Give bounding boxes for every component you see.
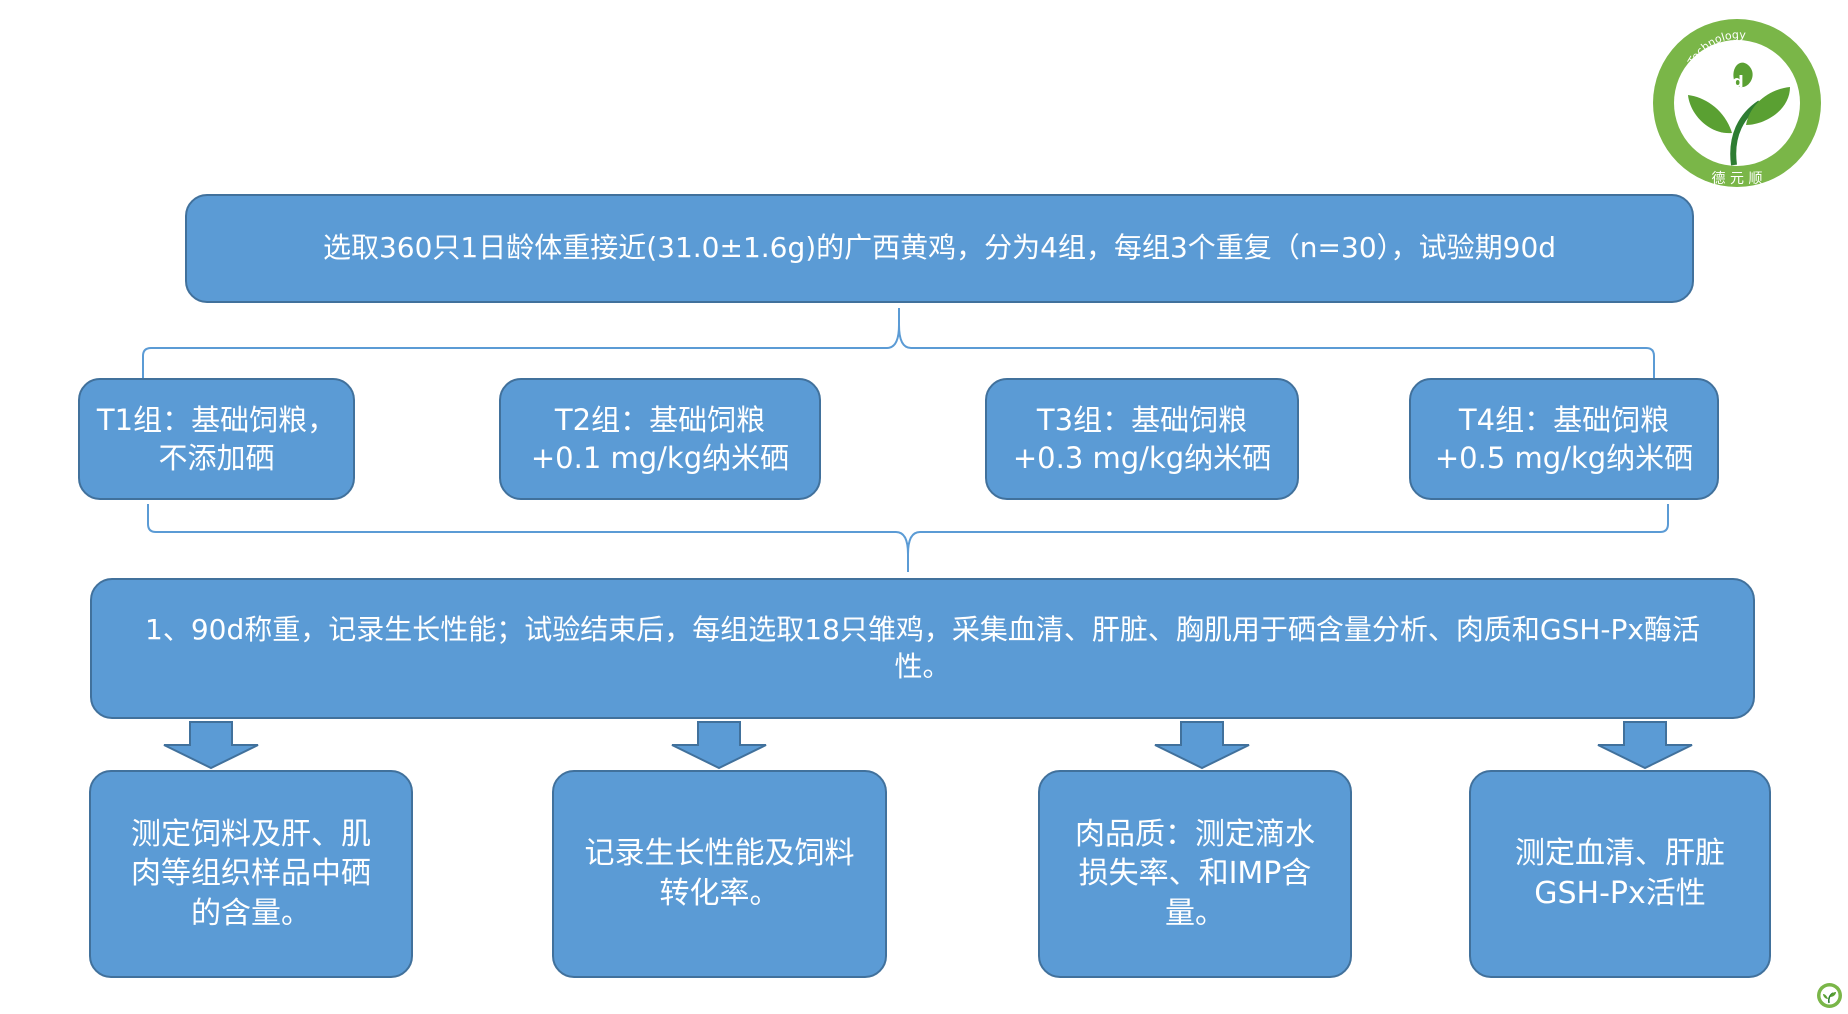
outcome-box-selenium-content: 测定饲料及肝、肌肉等组织样品中硒的含量。 bbox=[89, 770, 413, 978]
group-text-t1: T1组：基础饲粮， 不添加硒 bbox=[96, 402, 337, 475]
logo-left-leaf bbox=[1688, 95, 1732, 134]
sampling-text: 1、90d称重，记录生长性能；试验结束后，每组选取18只雏鸡，采集血清、肝脏、胸… bbox=[145, 612, 1700, 683]
outcome-box-meat-quality: 肉品质：测定滴水损失率、和IMP含量。 bbox=[1038, 770, 1352, 978]
corner-logo-icon bbox=[1817, 983, 1842, 1008]
group-text-t4: T4组：基础饲粮 +0.5 mg/kg纳米硒 bbox=[1434, 402, 1694, 475]
outcome-text-gsh-px: 测定血清、肝脏 GSH-Px活性 bbox=[1515, 836, 1725, 911]
logo-inner-circle bbox=[1674, 40, 1800, 166]
arrow-down-1 bbox=[163, 721, 259, 770]
study-setup-text: 选取360只1日龄体重接近(31.0±1.6g)的广西黄鸡，分为4组，每组3个重… bbox=[322, 231, 1557, 265]
logo-mark-letter: d bbox=[1732, 72, 1743, 91]
logo-right-leaf bbox=[1746, 87, 1790, 125]
logo-brand-chars: 德 元 顺 bbox=[1712, 171, 1763, 187]
study-setup-box: 选取360只1日龄体重接近(31.0±1.6g)的广西黄鸡，分为4组，每组3个重… bbox=[185, 194, 1694, 303]
outcome-text-meat-quality: 肉品质：测定滴水损失率、和IMP含量。 bbox=[1075, 816, 1315, 931]
group-box-t2: T2组：基础饲粮 +0.1 mg/kg纳米硒 bbox=[499, 378, 821, 500]
outcome-text-growth-performance: 记录生长性能及饲料转化率。 bbox=[584, 836, 855, 911]
group-box-t1: T1组：基础饲粮， 不添加硒 bbox=[78, 378, 355, 500]
arrow-down-3 bbox=[1154, 721, 1250, 770]
group-box-t3: T3组：基础饲粮 +0.3 mg/kg纳米硒 bbox=[985, 378, 1299, 500]
bottom-brace bbox=[147, 504, 1669, 572]
outcome-box-gsh-px: 测定血清、肝脏 GSH-Px活性 bbox=[1469, 770, 1771, 978]
arrow-down-2 bbox=[671, 721, 767, 770]
top-brace bbox=[142, 308, 1655, 378]
group-text-t2: T2组：基础饲粮 +0.1 mg/kg纳米硒 bbox=[530, 402, 790, 475]
arrow-down-4 bbox=[1597, 721, 1693, 770]
group-text-t3: T3组：基础饲粮 +0.3 mg/kg纳米硒 bbox=[1012, 402, 1272, 475]
brand-logo: Bio-Technology d 德 元 顺 bbox=[1653, 19, 1821, 187]
sampling-box: 1、90d称重，记录生长性能；试验结束后，每组选取18只雏鸡，采集血清、肝脏、胸… bbox=[90, 578, 1755, 719]
outcome-box-growth-performance: 记录生长性能及饲料转化率。 bbox=[552, 770, 887, 978]
outcome-text-selenium-content: 测定饲料及肝、肌肉等组织样品中硒的含量。 bbox=[131, 816, 371, 931]
logo-bud bbox=[1733, 62, 1753, 88]
group-box-t4: T4组：基础饲粮 +0.5 mg/kg纳米硒 bbox=[1409, 378, 1719, 500]
